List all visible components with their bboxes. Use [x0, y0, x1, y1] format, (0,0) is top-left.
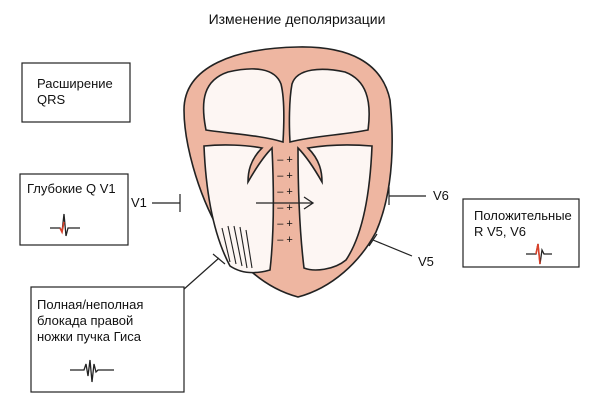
positive-r-box-line1: Положительные — [474, 208, 572, 223]
septum-sign: – + — [277, 170, 293, 182]
right-ventricle — [297, 144, 373, 271]
block-box-line3: ножки пучка Гиса — [37, 329, 142, 344]
qrs-box-line2: QRS — [37, 92, 66, 107]
deep-q-box-line1: Глубокие Q V1 — [27, 181, 116, 196]
lead-v5-label: V5 — [418, 254, 434, 269]
block-box-line2: блокада правой — [37, 313, 133, 328]
rs-waveform-icon — [526, 243, 552, 265]
qrs-box-line1: Расширение — [37, 76, 113, 91]
septum-sign: – + — [277, 154, 293, 166]
right-atrium — [288, 68, 370, 144]
lead-v6: V6 — [388, 187, 449, 205]
septum-signs: – + – + – + – + – + – + — [277, 154, 293, 246]
qrs-widening-box: Расширение QRS — [21, 62, 131, 123]
rsr-waveform-icon — [70, 359, 114, 383]
depolarization-arrow — [256, 196, 315, 210]
deep-q-box: Глубокие Q V1 — [19, 173, 129, 246]
lead-v1: V1 — [131, 194, 181, 212]
septum-sign: – + — [277, 202, 293, 214]
qs-waveform-icon — [50, 213, 80, 237]
positive-r-box-line2: R V5, V6 — [474, 224, 526, 239]
lead-v1-label: V1 — [131, 195, 147, 210]
septum-sign: – + — [277, 218, 293, 230]
diagram-title: Изменение деполяризации — [209, 11, 386, 27]
heart: – + – + – + – + – + – + — [183, 46, 393, 298]
block-hatching — [221, 225, 253, 269]
left-ventricle — [203, 144, 275, 274]
positive-r-box: Положительные R V5, V6 — [462, 198, 580, 268]
septum-sign: – + — [277, 234, 293, 246]
left-atrium — [202, 68, 285, 144]
septum-sign: – + — [277, 186, 293, 198]
lead-v5: V5 — [368, 233, 434, 269]
lead-v6-label: V6 — [433, 188, 449, 203]
block-pointer — [182, 253, 226, 291]
bundle-branch-block-box: Полная/неполная блокада правой ножки пуч… — [30, 286, 185, 393]
block-box-line1: Полная/неполная — [37, 297, 143, 312]
